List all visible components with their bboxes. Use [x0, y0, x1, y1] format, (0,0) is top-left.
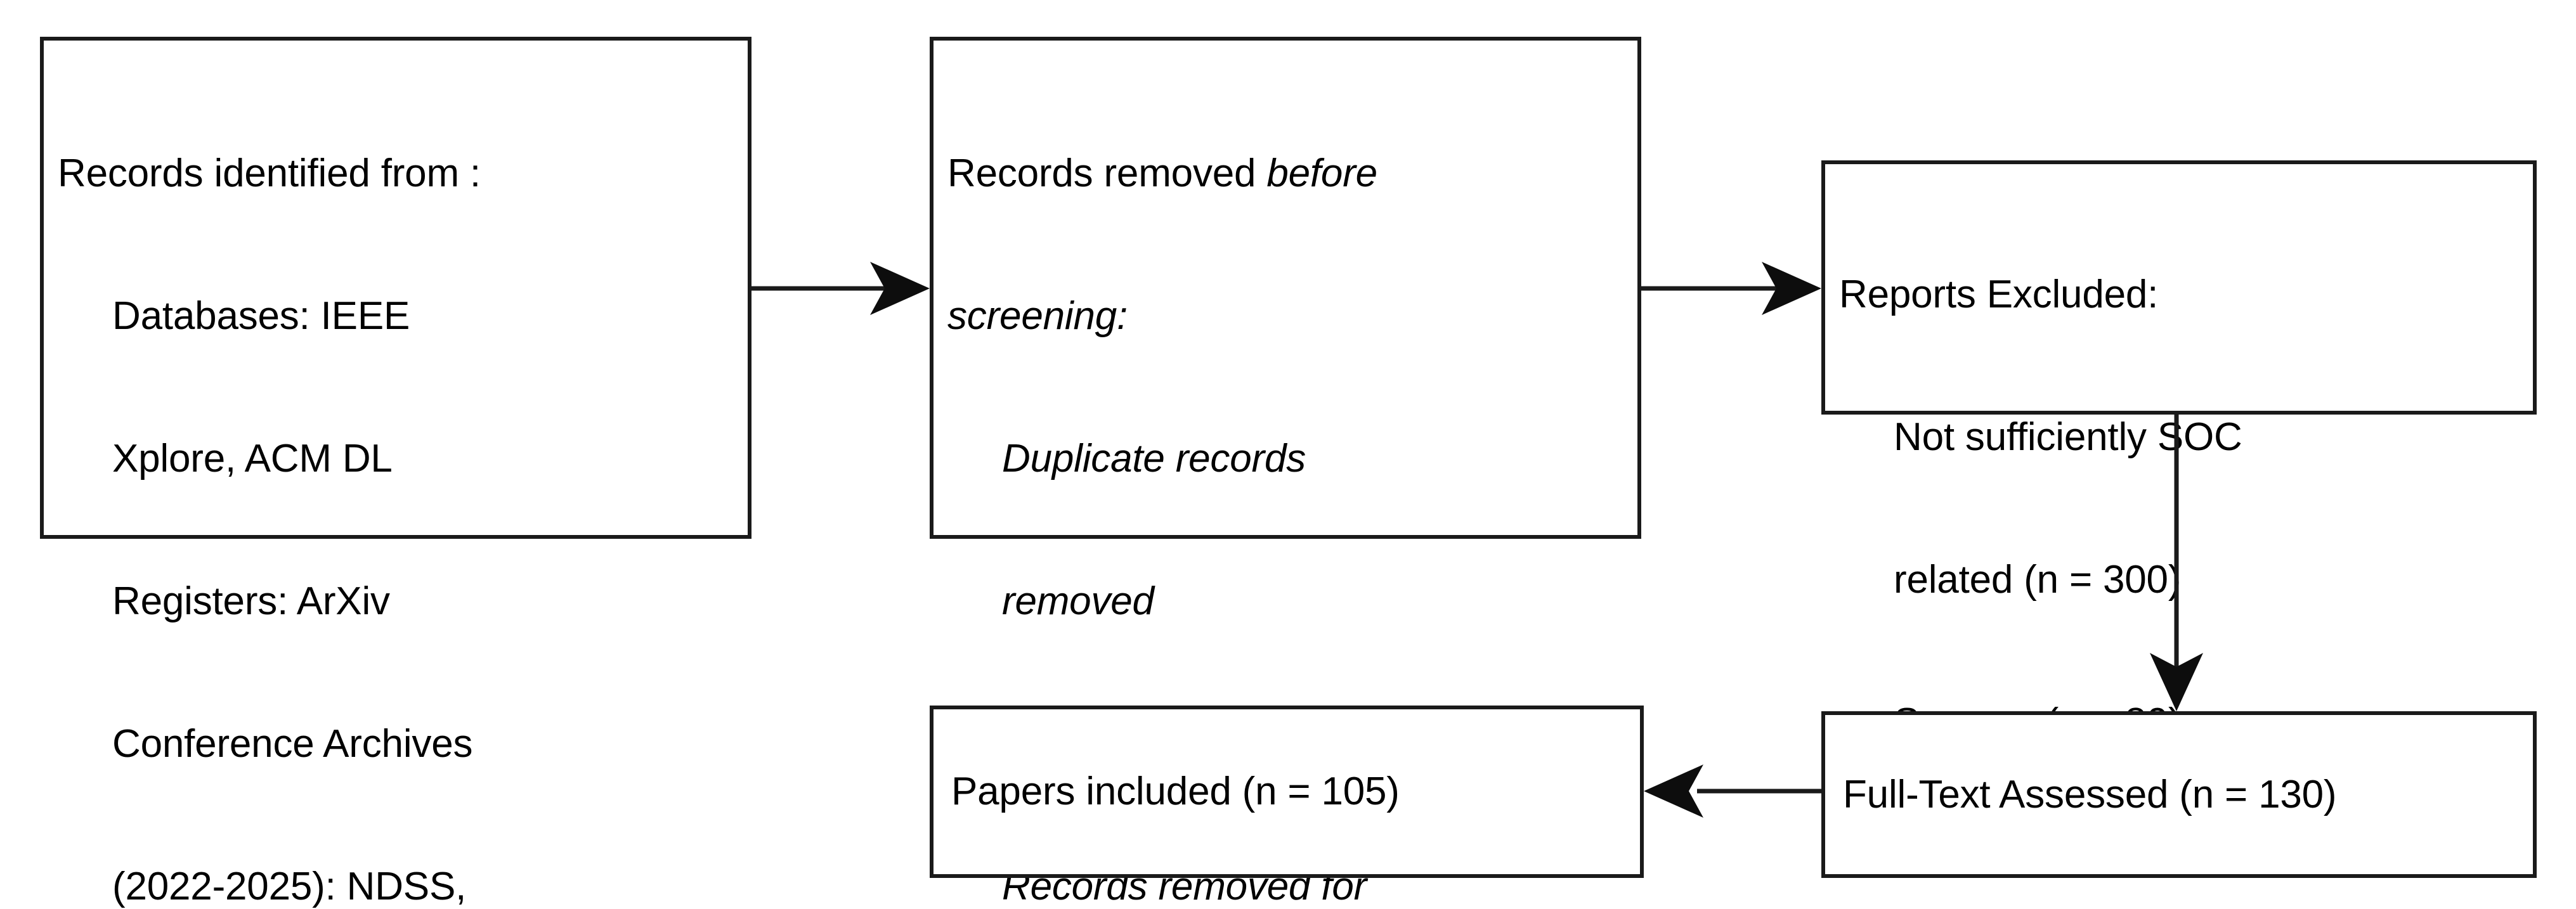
arrow-fulltext-to-included	[1644, 764, 1821, 818]
records-identified-line-2: Xplore, ACM DL	[112, 437, 393, 481]
reports-excluded-line-2: related (n = 300)	[1894, 558, 2182, 602]
papers-included-box[interactable]: Papers included (n = 105)	[930, 706, 1644, 878]
reports-excluded-line-1: Not sufficiently SOC	[1894, 415, 2242, 460]
records-removed-box[interactable]: Records removed before screening: Duplic…	[930, 37, 1641, 908]
records-removed-heading-row-2: screening:	[947, 294, 1128, 338]
reports-excluded-heading: Reports Excluded:	[1839, 273, 2159, 317]
papers-included-text: Papers included (n = 105)	[951, 770, 1400, 814]
arrow-identification-to-removed-head	[870, 262, 930, 315]
records-identified-line-5: (2022-2025): NDSS,	[112, 865, 467, 909]
records-removed-heading-row-1: Records removed before	[947, 150, 1637, 197]
records-identified-line-4: Conference Archives	[112, 722, 473, 766]
records-removed-line-1: Duplicate records	[1002, 437, 1306, 481]
full-text-assessed-box[interactable]: Full-Text Assessed (n = 130)	[1821, 711, 2537, 878]
records-removed-heading-plain: Records removed	[947, 152, 1267, 196]
arrow-removed-to-excluded-head	[1762, 262, 1821, 315]
records-removed-heading-italic: before	[1266, 152, 1377, 196]
arrow-removed-to-excluded	[1641, 262, 1821, 315]
records-identified-text: Records identified from : Databases: IEE…	[44, 41, 748, 909]
full-text-assessed-text: Full-Text Assessed (n = 130)	[1843, 772, 2337, 816]
records-identified-line-3: Registers: ArXiv	[112, 579, 390, 624]
records-identified-box[interactable]: Records identified from : Databases: IEE…	[40, 37, 751, 908]
records-identified-heading: Records identified from :	[58, 152, 481, 196]
reports-excluded-box[interactable]: Reports Excluded: Not sufficiently SOC r…	[1821, 160, 2537, 744]
arrow-identification-to-removed	[751, 262, 930, 315]
arrow-fulltext-to-included-head	[1644, 764, 1703, 818]
records-identified-line-1: Databases: IEEE	[112, 294, 410, 338]
records-removed-line-2: removed	[1002, 579, 1154, 624]
